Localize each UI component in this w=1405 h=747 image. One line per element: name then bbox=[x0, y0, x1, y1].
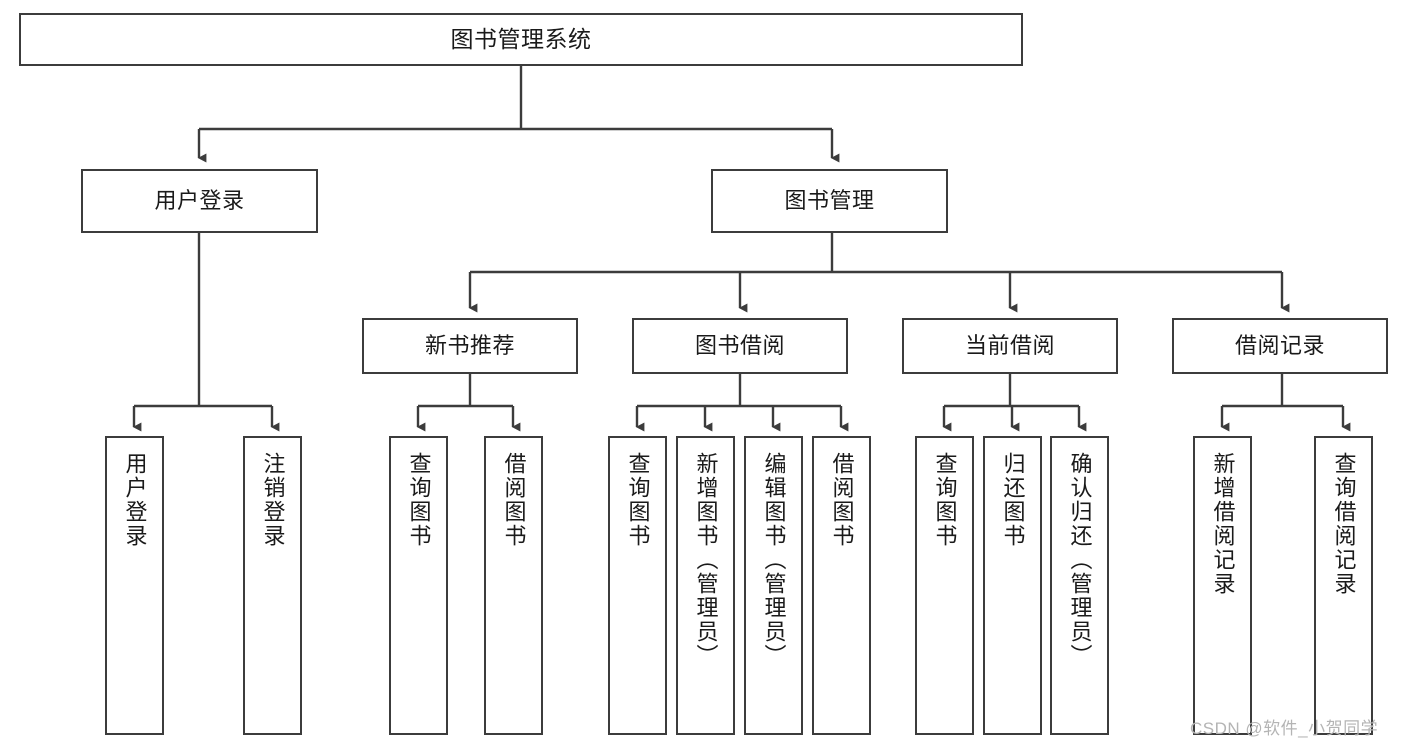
node-label: 用户登录 bbox=[154, 188, 245, 214]
node-label: 新增借阅记录 bbox=[1210, 452, 1236, 596]
node-label: 借阅图书 bbox=[501, 452, 527, 548]
node-leaf-query-borrow-record[interactable]: 查询借阅记录 bbox=[1314, 436, 1373, 735]
node-leaf-query-books-recommend[interactable]: 查询图书 bbox=[389, 436, 448, 735]
node-leaf-user-login[interactable]: 用户登录 bbox=[105, 436, 164, 735]
node-leaf-query-books-current[interactable]: 查询图书 bbox=[915, 436, 974, 735]
node-label: 编辑图书（管理员） bbox=[761, 452, 787, 668]
node-current-borrow[interactable]: 当前借阅 bbox=[902, 318, 1118, 374]
node-borrow-records[interactable]: 借阅记录 bbox=[1172, 318, 1388, 374]
node-user-login[interactable]: 用户登录 bbox=[81, 169, 318, 233]
node-label: 图书管理系统 bbox=[450, 25, 592, 52]
node-leaf-borrow-books-recommend[interactable]: 借阅图书 bbox=[484, 436, 543, 735]
node-label: 新书推荐 bbox=[424, 333, 515, 359]
node-leaf-confirm-return-admin[interactable]: 确认归还（管理员） bbox=[1050, 436, 1109, 735]
node-label: 查询借阅记录 bbox=[1331, 452, 1357, 596]
node-new-book-recommend[interactable]: 新书推荐 bbox=[362, 318, 578, 374]
node-label: 查询图书 bbox=[625, 452, 651, 548]
node-leaf-borrow-book[interactable]: 借阅图书 bbox=[812, 436, 871, 735]
node-root-system[interactable]: 图书管理系统 bbox=[19, 13, 1023, 66]
node-label: 图书借阅 bbox=[694, 333, 785, 359]
node-label: 确认归还（管理员） bbox=[1067, 452, 1093, 668]
node-leaf-add-book-admin[interactable]: 新增图书（管理员） bbox=[676, 436, 735, 735]
node-label: 查询图书 bbox=[932, 452, 958, 548]
node-label: 借阅图书 bbox=[829, 452, 855, 548]
node-book-management[interactable]: 图书管理 bbox=[711, 169, 948, 233]
node-leaf-edit-book-admin[interactable]: 编辑图书（管理员） bbox=[744, 436, 803, 735]
watermark: CSDN @软件_小贺同学 bbox=[1190, 719, 1379, 738]
node-label: 用户登录 bbox=[122, 452, 148, 548]
node-label: 新增图书（管理员） bbox=[693, 452, 719, 668]
node-book-borrow[interactable]: 图书借阅 bbox=[632, 318, 848, 374]
node-label: 图书管理 bbox=[784, 188, 875, 214]
node-label: 注销登录 bbox=[260, 452, 286, 548]
node-label: 借阅记录 bbox=[1234, 333, 1325, 359]
node-label: 归还图书 bbox=[1000, 452, 1026, 548]
node-leaf-return-book[interactable]: 归还图书 bbox=[983, 436, 1042, 735]
node-leaf-logout[interactable]: 注销登录 bbox=[243, 436, 302, 735]
node-leaf-add-borrow-record[interactable]: 新增借阅记录 bbox=[1193, 436, 1252, 735]
node-leaf-query-books-borrow[interactable]: 查询图书 bbox=[608, 436, 667, 735]
node-label: 查询图书 bbox=[406, 452, 432, 548]
node-label: 当前借阅 bbox=[964, 333, 1055, 359]
